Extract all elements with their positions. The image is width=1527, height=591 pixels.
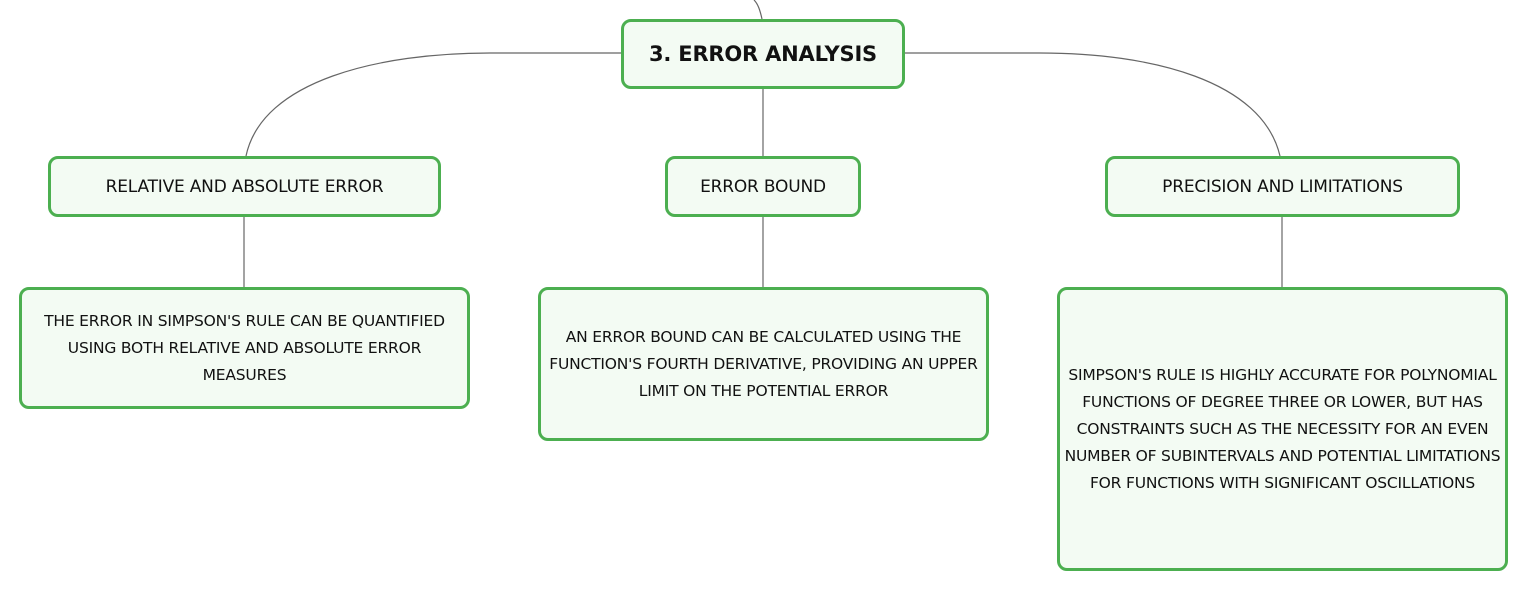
branch-node-error-bound[interactable]: ERROR BOUND (665, 156, 861, 217)
detail-node-precision-limitations[interactable]: SIMPSON'S RULE IS HIGHLY ACCURATE FOR PO… (1057, 287, 1508, 571)
branch-node-label: RELATIVE AND ABSOLUTE ERROR (105, 176, 384, 197)
detail-node-relative-absolute-error[interactable]: THE ERROR IN SIMPSON'S RULE CAN BE QUANT… (19, 287, 470, 409)
connector-parent-to-root (753, 0, 763, 20)
branch-node-relative-absolute-error[interactable]: RELATIVE AND ABSOLUTE ERROR (48, 156, 441, 217)
branch-node-precision-limitations[interactable]: PRECISION AND LIMITATIONS (1105, 156, 1460, 217)
detail-node-error-bound[interactable]: AN ERROR BOUND CAN BE CALCULATED USING T… (538, 287, 989, 441)
connector-root-to-relative (245, 52, 621, 157)
branch-node-label: PRECISION AND LIMITATIONS (1162, 176, 1403, 197)
root-node-label: 3. ERROR ANALYSIS (649, 42, 877, 66)
detail-node-text: THE ERROR IN SIMPSON'S RULE CAN BE QUANT… (44, 311, 445, 384)
root-node[interactable]: 3. ERROR ANALYSIS (621, 19, 905, 89)
connector-root-to-precision (905, 52, 1281, 157)
detail-node-text: AN ERROR BOUND CAN BE CALCULATED USING T… (549, 327, 978, 400)
detail-node-text: SIMPSON'S RULE IS HIGHLY ACCURATE FOR PO… (1064, 365, 1501, 492)
branch-node-label: ERROR BOUND (700, 176, 826, 197)
